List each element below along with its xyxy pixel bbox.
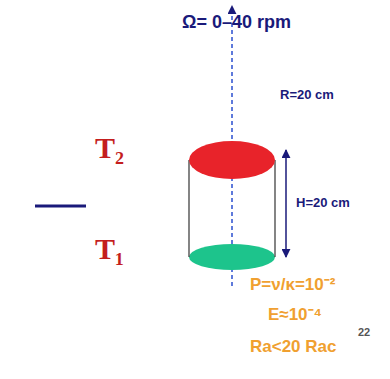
cylinder-wall (188, 160, 189, 257)
dimension-label: R=20 cm (280, 88, 334, 102)
bottom-plate (189, 244, 275, 270)
top-plate (189, 141, 275, 179)
cylinder-wall (274, 160, 275, 257)
height-arrow (285, 150, 287, 257)
side-line (35, 205, 86, 208)
parameter-label: E≈10⁻⁴ (268, 306, 322, 325)
dimension-label: H=20 cm (296, 196, 350, 210)
rotation-rate: Ω= 0–40 rpm (182, 13, 291, 33)
temperature-label: T₁ (95, 232, 124, 265)
slide-number: 22 (358, 326, 370, 338)
parameter-label: P=ν/κ=10⁻² (250, 276, 335, 295)
temperature-label: T₂ (95, 131, 124, 164)
parameter-label: Ra<20 Rac (250, 338, 336, 357)
